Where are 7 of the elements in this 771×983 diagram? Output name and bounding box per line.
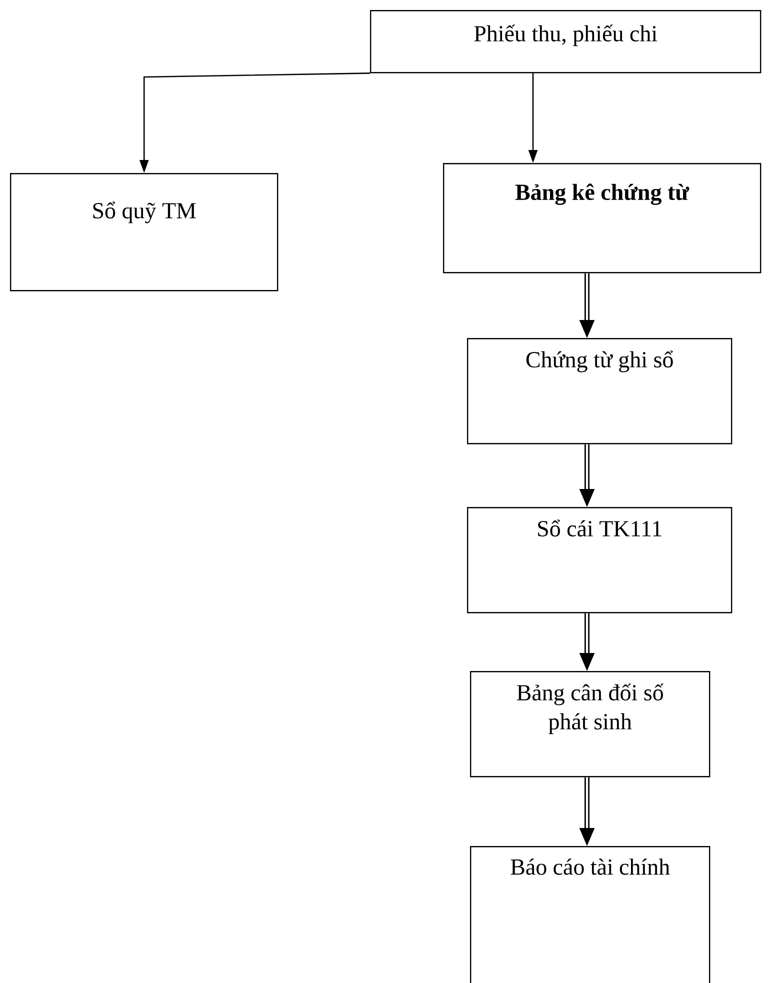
process-box: Bảng cân đối số phát sinh xyxy=(470,671,710,778)
process-box: Chứng từ ghi sổ xyxy=(467,338,732,444)
process-box: Bảng kê chứng từ xyxy=(443,163,762,274)
process-box: Sổ quỹ TM xyxy=(10,173,278,292)
process-box: Báo cáo tài chính xyxy=(470,846,710,983)
process-box: Phiếu thu, phiếu chi xyxy=(370,10,762,74)
process-box: Sổ cái TK111 xyxy=(467,507,732,614)
